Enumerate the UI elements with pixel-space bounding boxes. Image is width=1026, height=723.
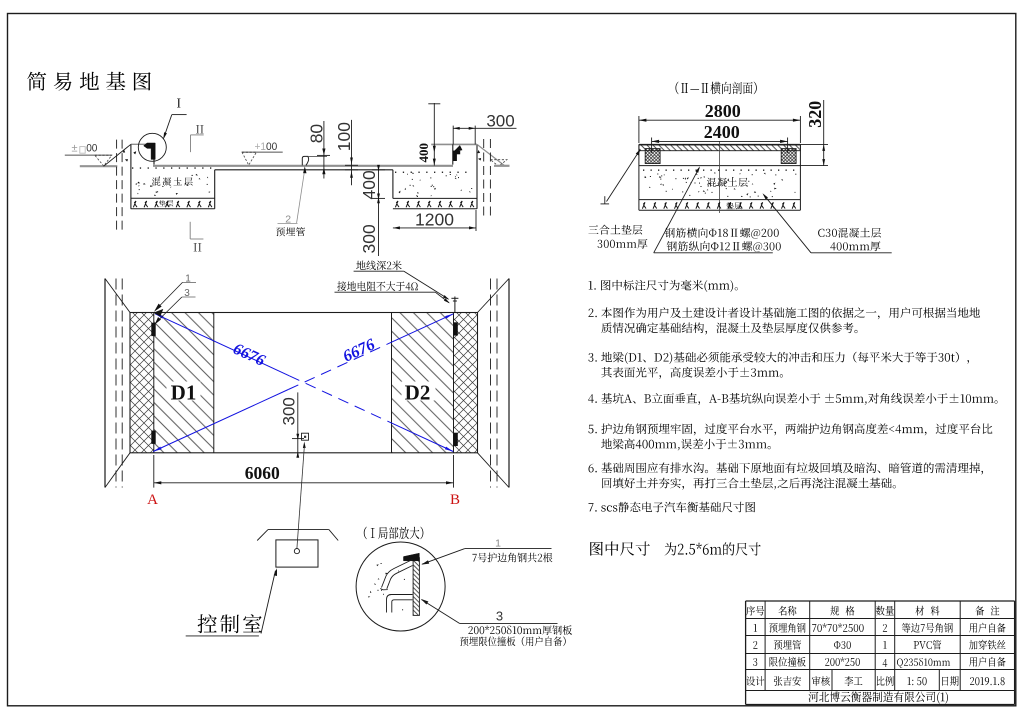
svg-text:A: A (147, 492, 158, 508)
svg-text:300: 300 (280, 397, 299, 425)
svg-text:400: 400 (416, 143, 431, 163)
svg-text:II: II (195, 121, 204, 136)
svg-text:1: 1 (495, 538, 501, 550)
svg-text:6060: 6060 (245, 463, 280, 483)
svg-text:2400: 2400 (704, 122, 740, 142)
svg-text:300: 300 (486, 112, 514, 131)
svg-text:00: 00 (86, 142, 97, 154)
svg-text:1200: 1200 (415, 210, 454, 230)
svg-text:B: B (450, 492, 460, 508)
svg-text:I: I (177, 96, 182, 111)
svg-text:2: 2 (285, 213, 291, 225)
svg-text:80: 80 (307, 124, 327, 144)
svg-text:II: II (193, 240, 202, 255)
svg-text:00: 00 (266, 141, 277, 153)
svg-text:+1: +1 (255, 141, 267, 153)
svg-text:400: 400 (359, 170, 379, 199)
svg-text:±: ± (71, 142, 77, 154)
svg-text:100: 100 (334, 122, 354, 151)
svg-text:320: 320 (805, 101, 825, 128)
svg-text:3: 3 (496, 609, 503, 624)
svg-text:D2: D2 (405, 381, 431, 405)
svg-text:300: 300 (359, 224, 379, 253)
svg-text:D1: D1 (171, 381, 197, 405)
svg-text:3: 3 (184, 288, 190, 299)
svg-text:1: 1 (185, 274, 191, 285)
svg-text:2800: 2800 (705, 101, 741, 121)
